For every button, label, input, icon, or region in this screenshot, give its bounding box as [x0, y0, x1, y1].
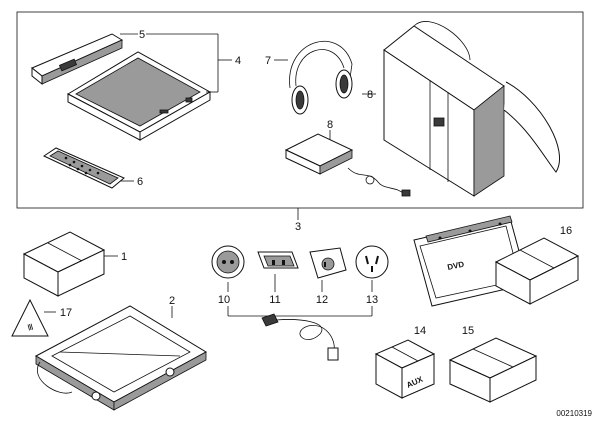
callout-1: 1	[121, 251, 127, 263]
part-6-remote-control	[42, 147, 125, 189]
part-4-portable-monitor	[66, 51, 212, 141]
part-11-plug-adapter	[257, 251, 299, 269]
callout-16: 16	[560, 225, 572, 237]
callout-6: 6	[137, 176, 143, 188]
callout-12: 12	[316, 294, 328, 306]
diagram-number: 00210319	[556, 409, 592, 418]
part-13-plug-adapter	[355, 245, 389, 279]
part-15-box	[448, 337, 538, 403]
part-1-box	[22, 231, 106, 297]
callout-10: 10	[218, 294, 230, 306]
callout-8-bag: 8	[367, 89, 373, 101]
part-14-aux-box	[374, 339, 436, 399]
part-8-power-adapter	[284, 133, 411, 197]
warning-label-glyph: ꔖ	[27, 322, 34, 332]
part-16-box	[494, 237, 580, 305]
part-10-plug-adapter	[211, 245, 245, 279]
callout-11: 11	[269, 294, 280, 306]
part-5-slim-device	[31, 33, 124, 86]
callout-14: 14	[414, 325, 426, 337]
callout-8-adapter: 8	[327, 119, 333, 131]
part-8-carrying-bag	[383, 21, 561, 197]
callout-5: 5	[139, 29, 145, 41]
part-7-headphones	[289, 40, 353, 115]
callout-2: 2	[169, 295, 175, 307]
callout-17: 17	[60, 307, 72, 319]
top-group-frame	[16, 11, 584, 209]
callout-13: 13	[366, 294, 378, 306]
callout-7: 7	[265, 55, 271, 67]
power-cord	[261, 313, 339, 361]
part-2-mounting-frame	[34, 305, 208, 411]
part-12-plug-adapter	[309, 247, 347, 279]
part-17-warning-label: ꔖ	[11, 298, 49, 337]
callout-15: 15	[462, 325, 474, 337]
callout-4: 4	[235, 55, 241, 67]
callout-3: 3	[295, 221, 301, 233]
dvd-marking: DVD	[447, 260, 466, 272]
